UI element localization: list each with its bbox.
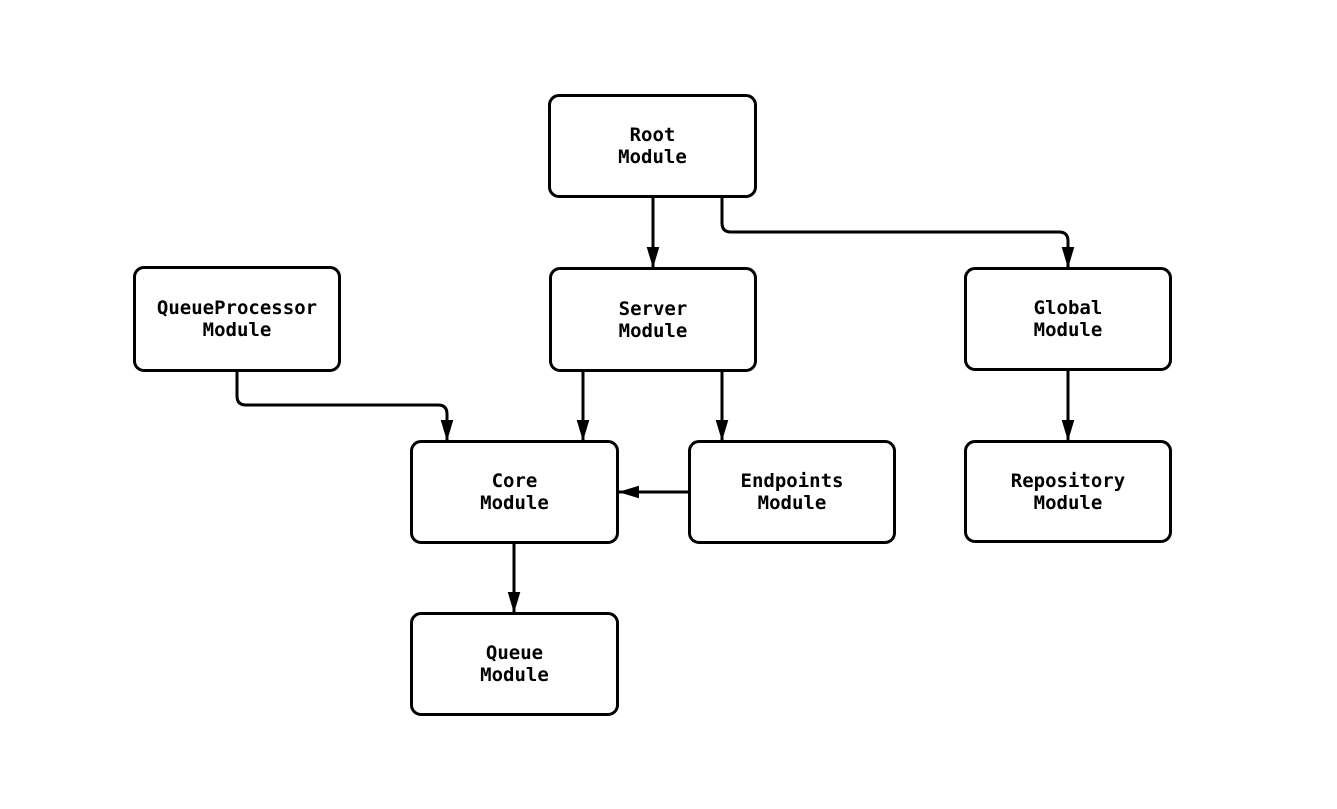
node-core-module: Core Module (410, 440, 619, 544)
node-server-module-label: Server Module (618, 297, 688, 342)
node-queueprocessor-module-label: QueueProcessor Module (156, 297, 318, 341)
edge-root-to-global (720, 198, 1075, 269)
edge-queueprocessor-to-core (235, 372, 454, 442)
node-endpoints-module-label: Endpoints Module (740, 470, 844, 514)
node-server-module: Server Module (549, 267, 757, 372)
node-root-module-label: Root Module (618, 124, 687, 168)
node-root-module: Root Module (548, 94, 757, 198)
node-endpoints-module: Endpoints Module (688, 440, 896, 544)
node-repository-module-label: Repository Module (1010, 469, 1126, 514)
node-global-module-label: Global Module (1033, 297, 1103, 341)
node-core-module-label: Core Module (480, 470, 549, 514)
node-global-module: Global Module (964, 267, 1172, 371)
node-queue-module-label: Queue Module (480, 642, 549, 686)
node-queueprocessor-module: QueueProcessor Module (133, 266, 341, 372)
node-repository-module: Repository Module (964, 440, 1172, 543)
node-queue-module: Queue Module (410, 612, 619, 716)
